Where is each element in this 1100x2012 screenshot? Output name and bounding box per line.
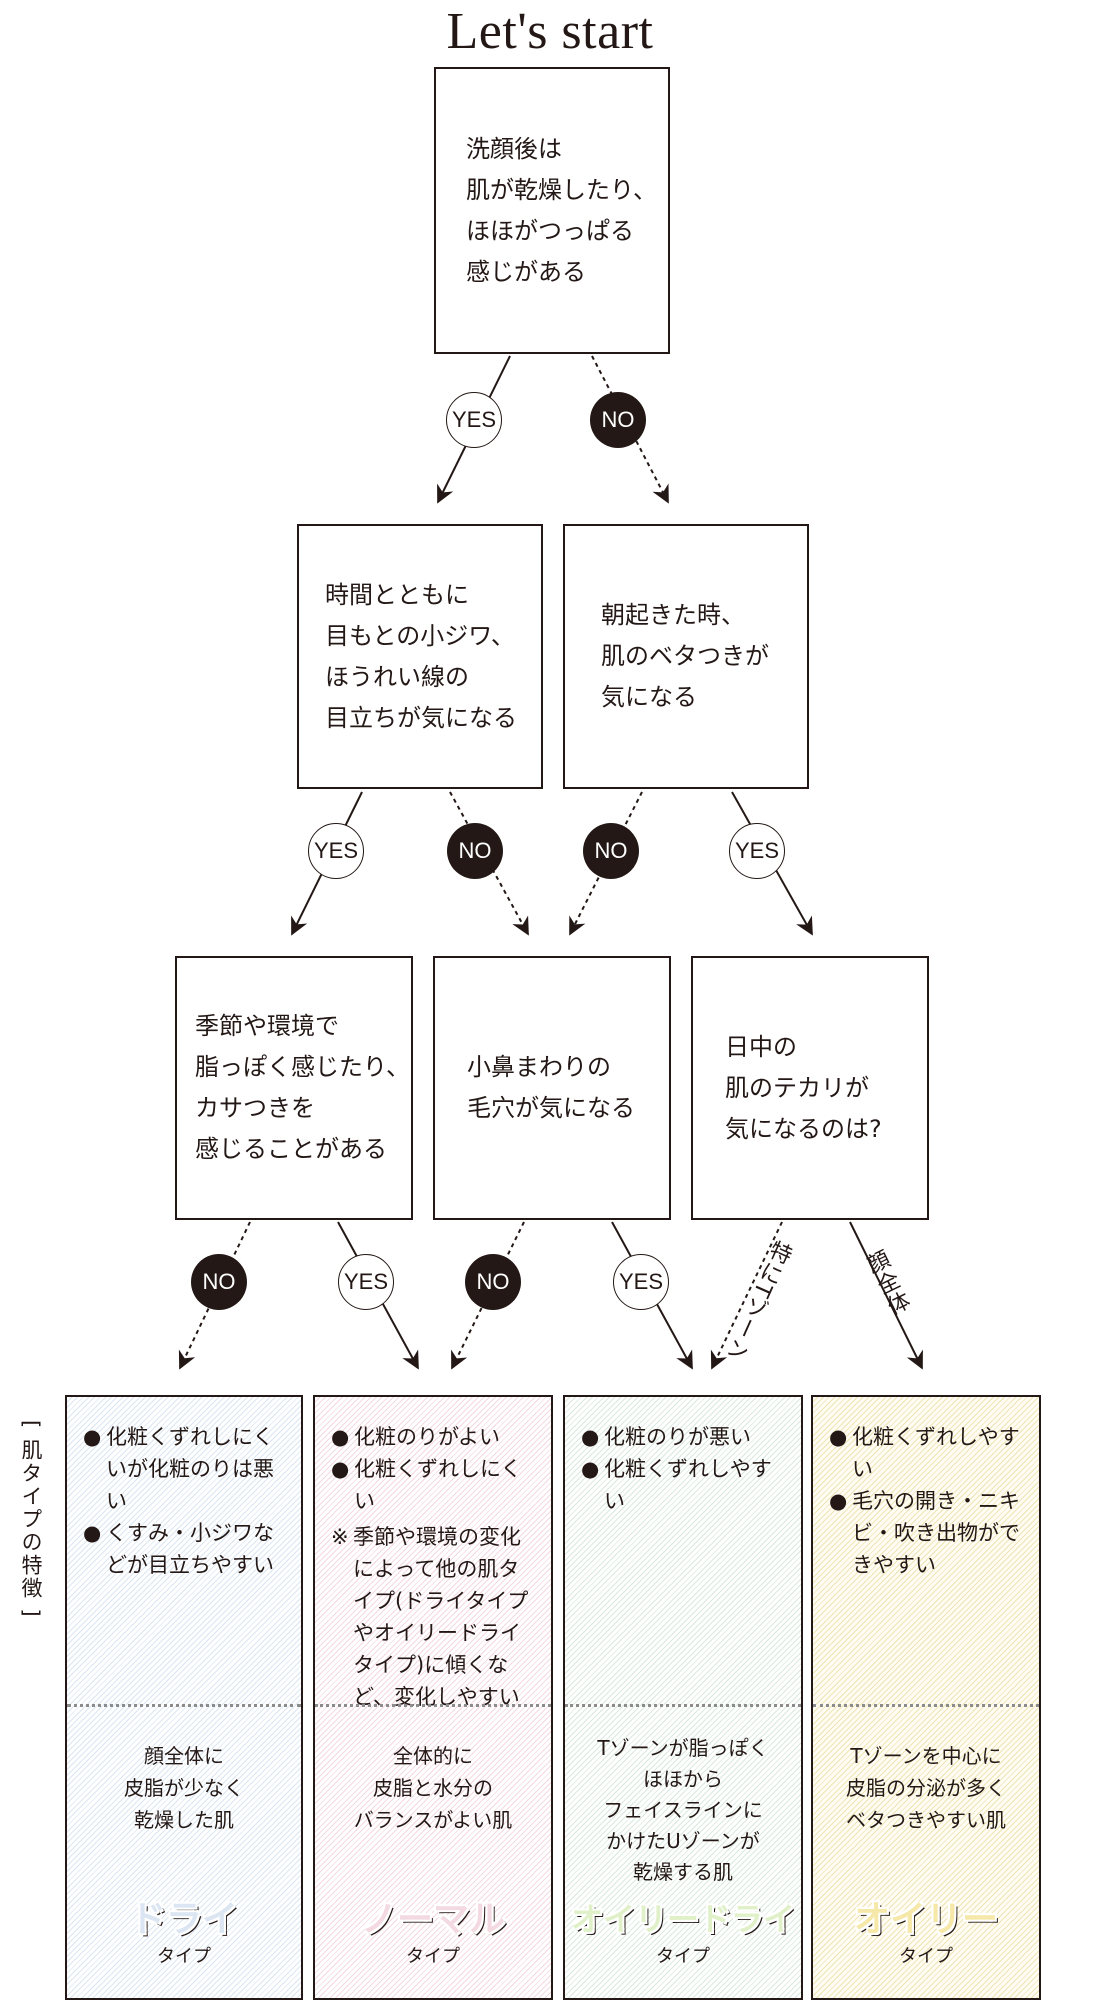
feature-item: ●くすみ・小ジワなどが目立ちやすい xyxy=(83,1521,274,1577)
question-text: 小鼻まわりの 毛穴が気になる xyxy=(467,1053,635,1122)
question-box-5: 小鼻まわりの 毛穴が気になる xyxy=(433,956,671,1220)
yes-badge: YES xyxy=(613,1254,669,1310)
type-summary: 顔全体に 皮脂が少なく 乾燥した肌 xyxy=(124,1744,244,1832)
no-badge: NO xyxy=(583,823,639,879)
question-text: 季節や環境で 脂っぽく感じたり、 カサつきを 感じることがある xyxy=(195,1012,411,1163)
type-summary: Tゾーンが脂っぽく ほほから フェイスラインに かけたUゾーンが 乾燥する肌 xyxy=(597,1736,769,1884)
question-text: 朝起きた時、 肌のベタつきが 気になる xyxy=(601,601,769,711)
yes-badge: YES xyxy=(446,392,502,448)
result-dry: ●化粧くずれしにくいが化粧のりは悪い ●くすみ・小ジワなどが目立ちやすい 顔全体… xyxy=(65,1395,303,2000)
question-text: 日中の 肌のテカリが 気になるのは? xyxy=(725,1032,882,1143)
arrow-q3-no xyxy=(569,791,643,936)
yes-badge: YES xyxy=(308,823,364,879)
type-suffix: タイプ xyxy=(406,1946,460,1967)
divider xyxy=(315,1704,551,1707)
no-badge: NO xyxy=(590,392,646,448)
features-list: ●化粧くずれしやすい ●毛穴の開き・ニキビ・吹き出物ができやすい xyxy=(829,1421,1027,1581)
skin-type-features-label: [ 肌タイプの特徴 ] xyxy=(19,1420,43,1619)
question-box-1: 洗顔後は 肌が乾燥したり、 ほほがつっぱる 感じがある xyxy=(434,67,670,354)
question-box-3: 朝起きた時、 肌のベタつきが 気になる xyxy=(563,524,809,789)
type-name: ドライ xyxy=(129,1898,238,1939)
yes-badge: YES xyxy=(729,823,785,879)
features-list: ●化粧くずれしにくいが化粧のりは悪い ●くすみ・小ジワなどが目立ちやすい xyxy=(83,1421,289,1581)
arrow-q6-tzone xyxy=(710,1221,783,1370)
question-box-4: 季節や環境で 脂っぽく感じたり、 カサつきを 感じることがある xyxy=(175,956,413,1220)
divider xyxy=(565,1704,801,1707)
feature-item: ●化粧のりがよい xyxy=(331,1425,500,1449)
arrow-q6-whole xyxy=(849,1221,923,1370)
page-title: Let's start xyxy=(446,3,654,60)
result-normal: ●化粧のりがよい ●化粧くずれしにくい ※季節や環境の変化によって他の肌タイプ(… xyxy=(313,1395,553,2000)
no-badge: NO xyxy=(465,1254,521,1310)
features-list: ●化粧のりがよい ●化粧くずれしにくい ※季節や環境の変化によって他の肌タイプ(… xyxy=(331,1421,539,1713)
note-text: ※季節や環境の変化によって他の肌タイプ(ドライタイプやオイリードライタイプ)に傾… xyxy=(331,1525,529,1709)
question-box-2: 時間とともに 目もとの小ジワ、 ほうれい線の 目立ちが気になる xyxy=(297,524,543,789)
no-badge: NO xyxy=(447,823,503,879)
type-summary: 全体的に 皮脂と水分の バランスがよい肌 xyxy=(353,1744,513,1832)
result-oily-dry: ●化粧のりが悪い ●化粧くずれしやすい Tゾーンが脂っぽく ほほから フェイスラ… xyxy=(563,1395,803,2000)
type-suffix: タイプ xyxy=(157,1946,211,1967)
question-box-6: 日中の 肌のテカリが 気になるのは? xyxy=(691,956,929,1220)
type-name: オイリー xyxy=(853,1898,998,1939)
feature-item: ●化粧のりが悪い xyxy=(581,1425,751,1449)
divider xyxy=(813,1704,1039,1707)
feature-item: ●化粧くずれしにくい xyxy=(331,1457,522,1513)
feature-item: ●化粧くずれしやすい xyxy=(829,1425,1020,1481)
feature-item: ●化粧くずれしやすい xyxy=(581,1457,772,1513)
type-suffix: タイプ xyxy=(656,1946,710,1967)
divider xyxy=(67,1704,301,1707)
no-badge: NO xyxy=(191,1254,247,1310)
type-summary: Tゾーンを中心に 皮脂の分泌が多く ベタつきやすい肌 xyxy=(846,1744,1006,1832)
feature-item: ●毛穴の開き・ニキビ・吹き出物ができやすい xyxy=(829,1489,1020,1577)
type-name: ノーマル xyxy=(360,1898,505,1939)
question-text: 洗顔後は 肌が乾燥したり、 ほほがつっぱる 感じがある xyxy=(466,134,658,286)
type-suffix: タイプ xyxy=(899,1946,953,1967)
type-name: オイリードライ xyxy=(570,1901,795,1937)
features-list: ●化粧のりが悪い ●化粧くずれしやすい xyxy=(581,1421,789,1517)
result-oily: ●化粧くずれしやすい ●毛穴の開き・ニキビ・吹き出物ができやすい Tゾーンを中心… xyxy=(811,1395,1041,2000)
yes-badge: YES xyxy=(338,1254,394,1310)
question-text: 時間とともに 目もとの小ジワ、 ほうれい線の 目立ちが気になる xyxy=(325,580,517,732)
feature-item: ●化粧くずれしにくいが化粧のりは悪い xyxy=(83,1425,274,1513)
